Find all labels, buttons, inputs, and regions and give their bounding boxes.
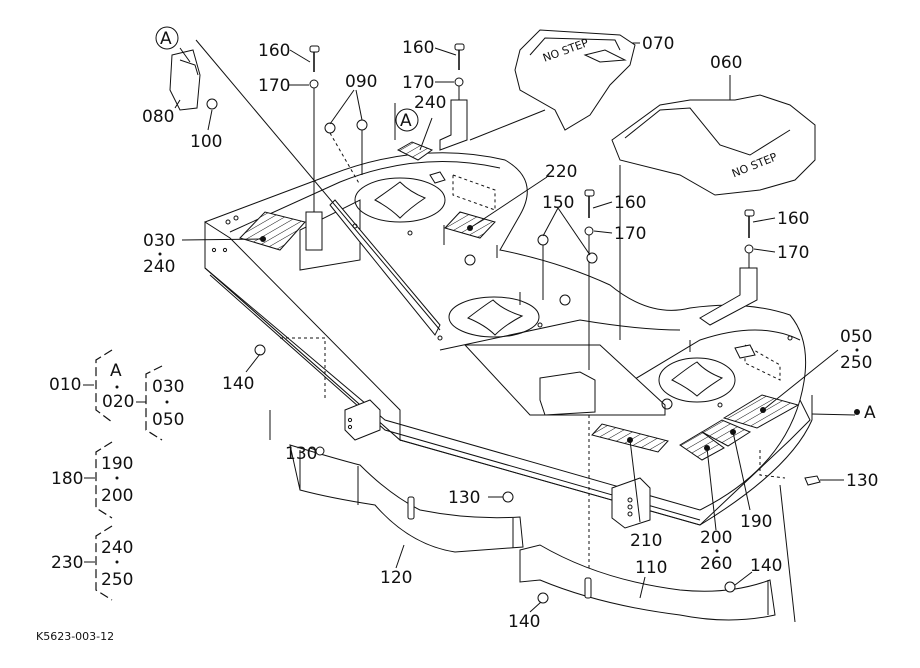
legend-230: 230 — [51, 553, 83, 573]
legend-190: 190 — [101, 454, 133, 474]
callout-160-b: 160 — [402, 38, 434, 58]
legend-240: 240 — [101, 538, 133, 558]
callout-140-left: 140 — [222, 374, 254, 394]
decal-030-240 — [239, 211, 306, 251]
callout-080: 080 — [142, 107, 174, 127]
callout-130-left: 130 — [285, 444, 317, 464]
ref-a-mid: A — [400, 111, 412, 131]
bolt-set-1 — [305, 45, 323, 251]
cover-070: NO STEP — [514, 29, 636, 131]
cover-060: NO STEP — [611, 94, 816, 196]
callout-210: 210 — [630, 531, 662, 551]
callout-170-a: 170 — [258, 76, 290, 96]
callout-150: 150 — [542, 193, 574, 213]
callout-060: 060 — [710, 53, 742, 73]
legend-050: 050 — [152, 410, 184, 430]
nut-140-right — [724, 581, 736, 593]
callout-140-right: 140 — [750, 556, 782, 576]
decal-190 — [700, 419, 752, 447]
callout-070: 070 — [642, 34, 674, 54]
decals — [239, 141, 800, 461]
callout-160-c: 160 — [614, 193, 646, 213]
reference-circle-a-top — [155, 26, 179, 50]
leader-lines — [174, 39, 856, 623]
legend-030: 030 — [152, 377, 184, 397]
callout-160-a: 160 — [258, 41, 290, 61]
nut-140-bottom — [537, 592, 549, 604]
callout-240-left: 240 — [143, 257, 175, 277]
callout-250-right: 250 — [840, 353, 872, 373]
callout-130-right: 130 — [846, 471, 878, 491]
bolt-130-mid — [502, 491, 514, 503]
callout-170-d: 170 — [777, 243, 809, 263]
drawing-code: K5623-003-12 — [36, 630, 114, 643]
callout-labels: A A 080 100 160 170 090 240 160 170 070 … — [142, 29, 878, 632]
bracket-080 — [169, 49, 218, 111]
nut-090-a — [324, 122, 336, 134]
callout-130-mid: 130 — [448, 488, 480, 508]
reference-circle-a-mid — [395, 108, 419, 132]
callout-110: 110 — [635, 558, 667, 578]
guard-120 — [289, 444, 524, 553]
callout-220: 220 — [545, 162, 577, 182]
legend-020: 020 — [102, 392, 134, 412]
callout-050: 050 — [840, 327, 872, 347]
bolt-set-4 — [699, 209, 758, 326]
callout-240-top: 240 — [414, 93, 446, 113]
decal-200 — [679, 431, 725, 461]
bolt-set-2 — [439, 43, 468, 151]
callout-200: 200 — [700, 528, 732, 548]
callout-160-d: 160 — [777, 209, 809, 229]
nut-140-left — [254, 344, 266, 356]
callout-100: 100 — [190, 132, 222, 152]
screw-130-right — [804, 475, 821, 486]
bolt-set-3 — [537, 189, 598, 580]
callout-170-c: 170 — [614, 224, 646, 244]
callout-140-bottom: 140 — [508, 612, 540, 632]
callout-030: 030 — [143, 231, 175, 251]
callout-170-b: 170 — [402, 73, 434, 93]
legend-200: 200 — [101, 486, 133, 506]
callout-090: 090 — [345, 72, 377, 92]
guard-110 — [519, 544, 776, 621]
assembly-legend: 010 A 020 030 050 180 190 200 230 240 25… — [49, 349, 184, 601]
callout-260: 260 — [700, 554, 732, 574]
legend-a: A — [110, 361, 122, 381]
callout-120: 120 — [380, 568, 412, 588]
nut-090-b — [356, 119, 368, 131]
ref-a-top: A — [160, 29, 172, 49]
legend-010: 010 — [49, 375, 81, 395]
screw-130-left — [315, 446, 325, 456]
legend-250: 250 — [101, 570, 133, 590]
callout-190: 190 — [740, 512, 772, 532]
legend-180: 180 — [51, 469, 83, 489]
decal-240-top — [396, 141, 434, 161]
ref-a-right: A — [864, 403, 876, 423]
